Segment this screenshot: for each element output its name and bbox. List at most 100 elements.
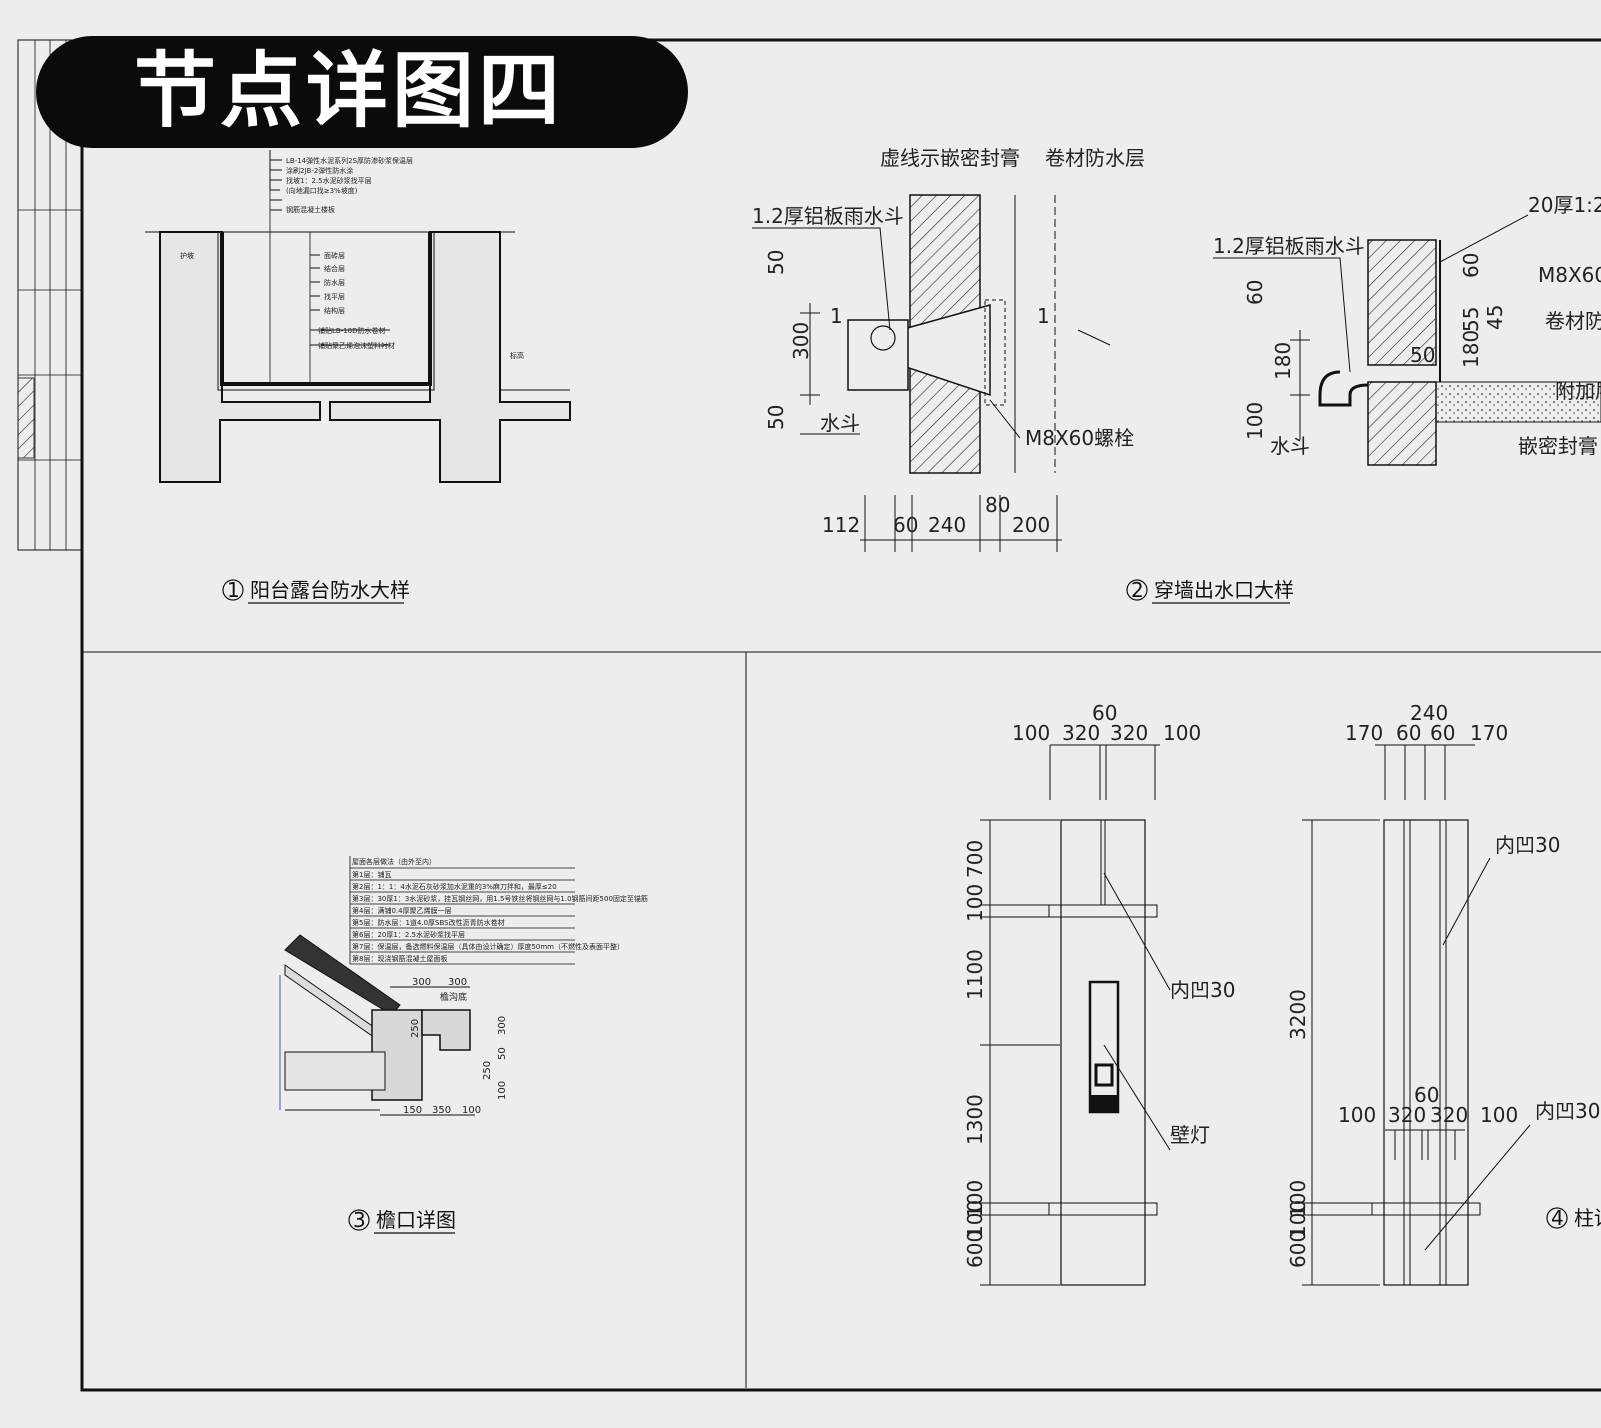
svg-text:600: 600 — [1286, 1230, 1310, 1268]
svg-text:第4层：满铺0.4厚聚乙烯膜一层: 第4层：满铺0.4厚聚乙烯膜一层 — [352, 906, 452, 915]
svg-text:350: 350 — [432, 1105, 451, 1116]
svg-text:内凹30: 内凹30 — [1535, 1099, 1600, 1123]
svg-text:100: 100 — [1163, 721, 1201, 745]
detail-1-balcony-waterproof: LB-14弹性水泥系列2S厚防渗砂浆保温层 涂刷2JB-2弹性防水涂 找坡1：2… — [145, 150, 571, 604]
svg-text:300: 300 — [789, 322, 813, 360]
svg-text:第7层：保温层，备选燃料保温层（具体由设计确定）厚度50mm: 第7层：保温层，备选燃料保温层（具体由设计确定）厚度50mm（不燃性及表面平整） — [352, 942, 624, 951]
detail-2-caption: 穿墙出水口大样 — [1154, 578, 1294, 602]
svg-text:60: 60 — [1459, 253, 1483, 278]
svg-text:100: 100 — [1286, 1180, 1310, 1218]
detail-2-labels: 虚线示嵌密封膏 卷材防水层 1.2厚铝板雨水斗 水斗 M8X60螺栓 1 1 — [752, 146, 1145, 450]
svg-text:240: 240 — [928, 513, 966, 537]
sheet-frame — [17, 38, 1601, 1392]
detail-3-caption: 檐口详图 — [376, 1208, 456, 1232]
detail-2b-outlet-section: 20厚1:2.5 1.2厚铝板雨水斗 M8X60 卷材防水 附加层 嵌密封膏 水… — [1213, 193, 1601, 466]
svg-text:1100: 1100 — [963, 949, 987, 1000]
svg-text:檐沟底: 檐沟底 — [440, 991, 467, 1003]
svg-text:100: 100 — [963, 1200, 987, 1238]
svg-text:180: 180 — [1459, 330, 1483, 368]
svg-text:320: 320 — [1430, 1103, 1468, 1127]
detail-4-column: 内凹30 壁灯 60 100 320 320 100 700 100 1100 … — [963, 701, 1601, 1286]
svg-text:内凹30: 内凹30 — [1495, 833, 1560, 857]
svg-text:虚线示嵌密封膏: 虚线示嵌密封膏 — [880, 146, 1020, 170]
svg-text:100: 100 — [1243, 402, 1267, 440]
svg-text:50: 50 — [1410, 343, 1435, 367]
svg-text:1: 1 — [830, 304, 843, 328]
svg-text:100: 100 — [1480, 1103, 1518, 1127]
svg-text:600: 600 — [963, 1230, 987, 1268]
svg-text:壁灯: 壁灯 — [1170, 1123, 1210, 1147]
svg-text:结构层: 结构层 — [324, 306, 345, 315]
svg-text:100: 100 — [963, 884, 987, 922]
svg-text:1.2厚铝板雨水斗: 1.2厚铝板雨水斗 — [752, 204, 904, 228]
svg-text:240: 240 — [1410, 701, 1448, 725]
svg-text:112: 112 — [822, 513, 860, 537]
svg-text:170: 170 — [1470, 721, 1508, 745]
detail-3-number: 3 — [353, 1208, 366, 1232]
svg-text:内凹30: 内凹30 — [1170, 978, 1235, 1002]
svg-text:200: 200 — [1012, 513, 1050, 537]
svg-text:60: 60 — [1430, 721, 1455, 745]
svg-text:250: 250 — [410, 1019, 421, 1038]
title-banner: 节点详图四 — [36, 36, 688, 148]
svg-text:第1层：铺瓦: 第1层：铺瓦 — [352, 870, 391, 879]
svg-text:180: 180 — [1271, 342, 1295, 380]
svg-text:1.2厚铝板雨水斗: 1.2厚铝板雨水斗 — [1213, 234, 1365, 258]
svg-text:涂刷2JB-2弹性防水涂: 涂刷2JB-2弹性防水涂 — [286, 166, 353, 175]
detail-1-layer-labels: LB-14弹性水泥系列2S厚防渗砂浆保温层 涂刷2JB-2弹性防水涂 找坡1：2… — [180, 156, 524, 360]
svg-text:M8X60: M8X60 — [1538, 263, 1601, 287]
svg-text:面砖层: 面砖层 — [324, 251, 345, 260]
svg-text:20厚1:2.5: 20厚1:2.5 — [1528, 193, 1601, 217]
detail-4-number: 4 — [1551, 1206, 1564, 1230]
svg-text:60: 60 — [1092, 701, 1117, 725]
svg-text:45: 45 — [1483, 305, 1507, 330]
svg-text:60: 60 — [1414, 1083, 1439, 1107]
svg-text:55: 55 — [1459, 307, 1483, 332]
svg-text:卷材防水: 卷材防水 — [1545, 309, 1601, 333]
svg-text:50: 50 — [764, 405, 788, 430]
svg-text:300: 300 — [497, 1016, 508, 1035]
svg-text:LB-14弹性水泥系列2S厚防渗砂浆保温层: LB-14弹性水泥系列2S厚防渗砂浆保温层 — [286, 156, 413, 165]
svg-text:1: 1 — [1037, 304, 1050, 328]
svg-text:100: 100 — [1012, 721, 1050, 745]
svg-text:第2层：1：1：4水泥石灰砂浆加水泥重的3%麻刀拌和，最厚≤: 第2层：1：1：4水泥石灰砂浆加水泥重的3%麻刀拌和，最厚≤20 — [352, 882, 557, 891]
svg-text:水斗: 水斗 — [1270, 434, 1310, 458]
svg-text:3200: 3200 — [1286, 989, 1310, 1040]
page-title: 节点详图四 — [134, 44, 565, 139]
svg-text:1300: 1300 — [963, 1094, 987, 1145]
svg-text:护坡: 护坡 — [180, 251, 194, 260]
detail-2-number: 2 — [1131, 578, 1144, 602]
svg-text:250: 250 — [482, 1061, 493, 1080]
svg-text:铺贴聚乙烯泡沫塑料衬材: 铺贴聚乙烯泡沫塑料衬材 — [318, 341, 395, 350]
svg-text:100: 100 — [462, 1105, 481, 1116]
svg-text:第6层：20厚1：2.5水泥砂浆找平层: 第6层：20厚1：2.5水泥砂浆找平层 — [352, 930, 465, 939]
svg-text:嵌密封膏: 嵌密封膏 — [1518, 434, 1598, 458]
svg-text:卷材防水层: 卷材防水层 — [1045, 146, 1145, 170]
svg-text:50: 50 — [497, 1047, 508, 1060]
svg-text:第3层：30厚1：3水泥砂浆，挂瓦钢丝网，用1.5号铁丝将钢: 第3层：30厚1：3水泥砂浆，挂瓦钢丝网，用1.5号铁丝将钢丝网与1.0钢筋间距… — [352, 894, 648, 903]
svg-text:100: 100 — [1338, 1103, 1376, 1127]
svg-text:100: 100 — [963, 1180, 987, 1218]
svg-text:第8层：现浇钢筋混凝土屋面板: 第8层：现浇钢筋混凝土屋面板 — [352, 954, 447, 963]
svg-text:水斗: 水斗 — [820, 411, 860, 435]
svg-text:找平层: 找平层 — [324, 292, 345, 301]
svg-text:320: 320 — [1388, 1103, 1426, 1127]
svg-text:320: 320 — [1062, 721, 1100, 745]
detail-1-number: 1 — [227, 578, 240, 602]
svg-text:结合层: 结合层 — [324, 264, 345, 273]
svg-text:第5层：防水层：1道4.0厚SBS改性沥青防水卷材: 第5层：防水层：1道4.0厚SBS改性沥青防水卷材 — [352, 918, 505, 927]
svg-text:60: 60 — [1396, 721, 1421, 745]
svg-text:钢筋混凝土楼板: 钢筋混凝土楼板 — [286, 205, 335, 214]
svg-text:附加层: 附加层 — [1555, 379, 1601, 403]
svg-text:150: 150 — [403, 1105, 422, 1116]
svg-text:700: 700 — [963, 840, 987, 878]
svg-text:80: 80 — [985, 493, 1010, 517]
svg-text:300: 300 — [412, 977, 431, 988]
svg-text:(向地漏口找≥3%坡度): (向地漏口找≥3%坡度) — [286, 186, 358, 195]
svg-text:320: 320 — [1110, 721, 1148, 745]
detail-1-caption: 阳台露台防水大样 — [250, 578, 410, 602]
detail-3-eaves: 屋面各层做法（由外至内） 第1层：铺瓦 第2层：1：1：4水泥石灰砂浆加水泥重的… — [279, 856, 648, 1234]
svg-text:60: 60 — [1243, 280, 1267, 305]
